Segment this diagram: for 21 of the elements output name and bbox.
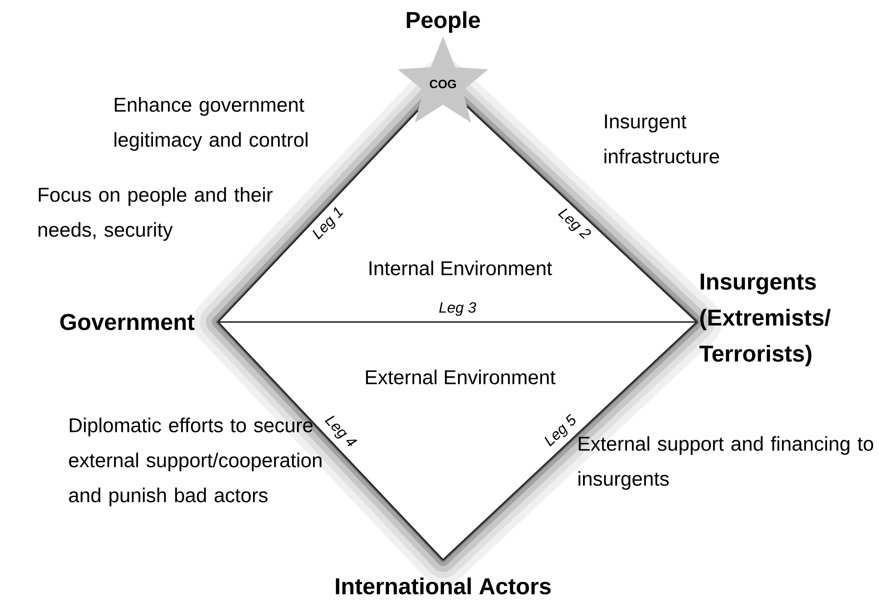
annotation-text: Focus on people and their needs, security <box>38 187 273 241</box>
edge-label: Leg 2 <box>558 208 591 239</box>
leg-line <box>217 321 444 561</box>
annotation-text: Insurgent infrastructure <box>604 114 719 164</box>
leg-line <box>466 106 698 323</box>
annotation-text: Enhance government legitimacy and control <box>114 97 308 151</box>
vertex-label: Government <box>60 314 195 330</box>
annotation-text: Diplomatic efforts to secure external support/cooperation and punish bad actors <box>69 418 322 506</box>
region-label: Internal Environment <box>370 260 552 276</box>
leg-line <box>217 110 418 323</box>
edge-label: Leg 4 <box>324 416 358 446</box>
vertex-label: Insurgents (Extremists/ Terrorists) <box>699 274 831 366</box>
edge-label: Leg 5 <box>544 414 576 447</box>
vertex-label: International Actors <box>336 578 551 594</box>
region-label: External Environment <box>366 370 556 384</box>
vertex-label: People <box>406 11 480 33</box>
annotation-text: External support and financing to insurgents <box>578 436 874 490</box>
edge-label: Leg 3 <box>439 302 476 316</box>
leg-line <box>218 321 697 323</box>
edge-label: Leg 1 <box>312 207 344 240</box>
leg-line <box>442 321 698 561</box>
